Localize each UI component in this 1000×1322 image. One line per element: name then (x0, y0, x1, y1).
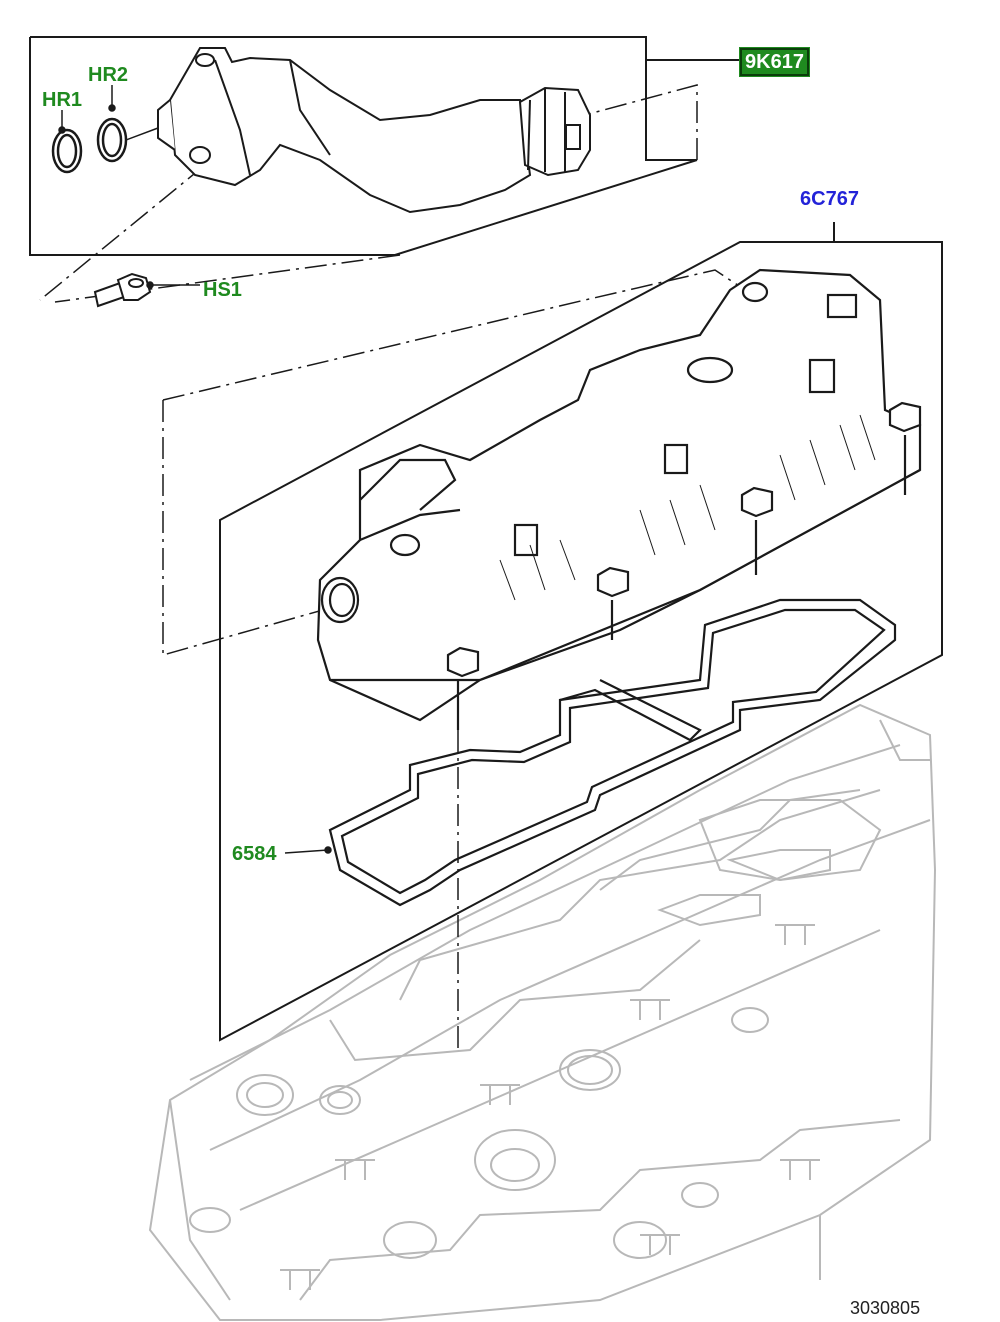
gasket-6584 (328, 598, 897, 907)
callout-hr1[interactable]: HR1 (42, 89, 83, 111)
o-ring-hr2 (96, 117, 128, 163)
callout-hr2[interactable]: HR2 (88, 64, 129, 86)
callout-6c767[interactable]: 6C767 (800, 188, 859, 210)
leader-lines (58, 85, 332, 854)
hose-9k617 (157, 47, 591, 214)
cover-ribs (499, 414, 876, 601)
callout-hs1[interactable]: HS1 (203, 279, 242, 301)
callout-9k617[interactable]: 9K617 (739, 47, 810, 77)
figure-reference-number: 3030805 (850, 1298, 921, 1318)
cover-dashdot (162, 269, 746, 1050)
callout-6584[interactable]: 6584 (232, 843, 277, 865)
screw-hs1 (93, 272, 152, 308)
hose-assembly-dashdot (39, 84, 698, 303)
cylinder-head-background (148, 703, 937, 1321)
cover-assembly-frame (219, 222, 943, 1042)
rocker-cover-6c767 (316, 268, 922, 730)
o-ring-hr1 (51, 128, 83, 174)
